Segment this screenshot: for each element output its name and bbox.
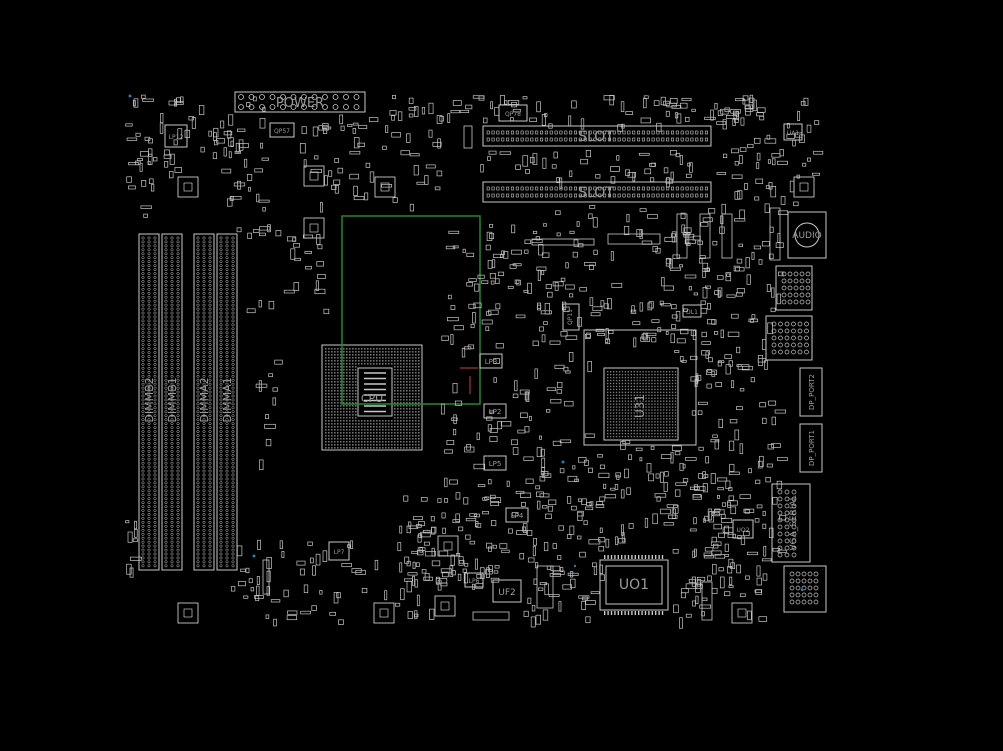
dimm-slot-1[interactable]: DIMMB2 (138, 233, 160, 571)
uo1-label: UO1 (619, 577, 649, 593)
dimm-slot-3[interactable]: DIMMA2 (193, 233, 215, 571)
qp11-label: QP11 (567, 309, 574, 325)
inductor-lp5[interactable]: LP5 (483, 455, 507, 471)
transistor-qp11[interactable]: QP11 (562, 303, 580, 331)
chip-uo1[interactable]: UO1 (599, 555, 669, 615)
inductor-lp3[interactable]: LP3 (479, 353, 503, 369)
bga-chip[interactable]: U31 (583, 329, 697, 446)
dp-port-2[interactable]: DP_PORT2 (799, 367, 823, 417)
inductor-lp7[interactable]: LP7 (328, 541, 350, 561)
chip-uf2[interactable]: UF2 (492, 579, 522, 603)
lp2-label: LP2 (489, 408, 502, 416)
uf2-label: UF2 (498, 588, 516, 598)
audio-jack[interactable]: AUDIO (787, 211, 827, 259)
cpu-socket[interactable]: CPU (321, 344, 423, 451)
inductor-lp12[interactable]: LP12 (164, 124, 188, 148)
dimm-label-4: DIMMA1 (221, 377, 234, 422)
dp-port-2-label: DP_PORT2 (808, 374, 816, 410)
lp5-label: LP5 (489, 460, 502, 468)
pcie-slot-lower[interactable]: SLOT (482, 181, 712, 203)
lp12-label: LP12 (169, 134, 184, 141)
usb-connector-2[interactable] (765, 315, 813, 361)
vga-serial-label: VGA_SERIAL (789, 495, 799, 550)
dimm-label-3: DIMMA2 (198, 377, 211, 422)
ol1-label: OL1 (686, 309, 698, 316)
ua1-label: UA1 (787, 130, 799, 137)
pcie-slot-upper[interactable]: SLOT (482, 125, 712, 147)
inductor-lp2[interactable]: LP2 (483, 403, 507, 419)
slot-lower-label: SLOT (578, 185, 614, 201)
transistor-qp57[interactable]: QP57 (269, 122, 295, 138)
dimm-label-1: DIMMB2 (143, 377, 156, 422)
lp3-label: LP3 (485, 358, 498, 366)
bga-chip-label: U31 (633, 394, 647, 418)
inductor-lp6[interactable]: LP6 (464, 572, 484, 588)
dp-port-1-label: DP_PORT1 (808, 430, 816, 466)
power-connector[interactable]: POWER (234, 91, 366, 113)
dimm-slot-4[interactable]: DIMMA1 (216, 233, 238, 571)
inductor-lp4[interactable]: LP4 (505, 507, 529, 523)
square-components (177, 165, 815, 624)
audio-label: AUDIO (792, 231, 821, 241)
chip-uo2[interactable]: UO2 (732, 519, 754, 539)
via-dots (128, 94, 804, 592)
slot-upper-label: SLOT (578, 129, 614, 145)
cpu-label: CPU (361, 392, 383, 405)
highlight-marks (460, 367, 478, 394)
dimm-label-2: DIMMB1 (166, 377, 179, 422)
smd-components (125, 94, 824, 629)
qp57-label: QP57 (274, 128, 290, 135)
dimm-slot-2[interactable]: DIMMB1 (161, 233, 183, 571)
power-label: POWER (276, 96, 324, 111)
lan-connector[interactable] (783, 565, 827, 613)
dp-port-1[interactable]: DP_PORT1 (799, 423, 823, 473)
qp78-label: QP78 (505, 111, 521, 118)
selection-box[interactable] (341, 215, 481, 405)
lp7-label: LP7 (334, 549, 345, 556)
chip-ol1[interactable]: OL1 (682, 304, 702, 318)
usb-connector-1[interactable] (775, 265, 813, 311)
uo2-label: UO2 (737, 527, 750, 534)
lp6-label: LP6 (469, 578, 480, 585)
